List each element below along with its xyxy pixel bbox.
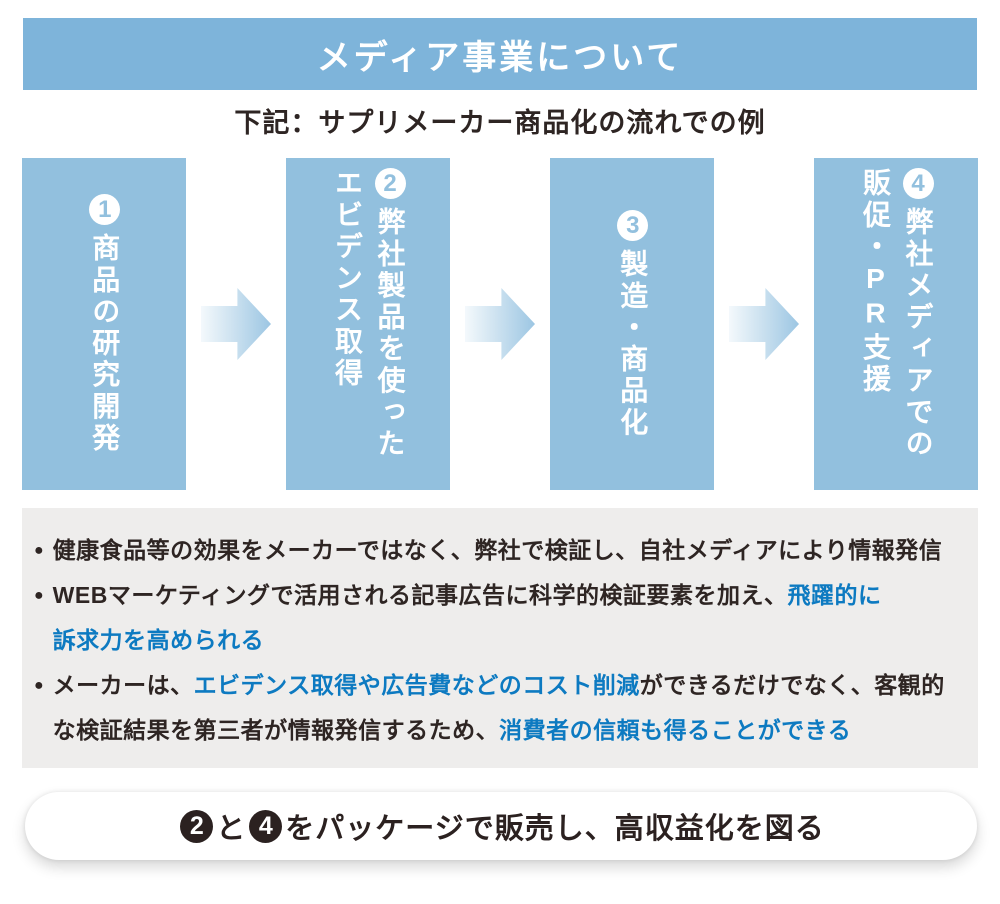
note-bullet: ● WEBマーケティングで活用される記事広告に科学的検証要素を加え、飛躍的に 訴求… xyxy=(34,573,966,663)
note-segment: 飛躍的に 訴求力を高められる xyxy=(52,582,882,653)
note-segment: WEBマーケティングで活用される記事広告に科学的検証要素を加え、 xyxy=(52,582,788,608)
process-step-3: 3製造・商品化 xyxy=(550,158,714,490)
note-segment: 消費者の信頼も得ることができる xyxy=(499,717,852,743)
subtitle: 下記：サプリメーカー商品化の流れでの例 xyxy=(234,108,766,138)
circled-number-badge: 4 xyxy=(249,809,283,843)
process-step-label: 2弊社製品を使ったエビデンス取得 xyxy=(332,168,406,461)
process-step-2: 2弊社製品を使ったエビデンス取得 xyxy=(286,158,450,490)
note-segment: エビデンス取得や広告費などのコスト削減 xyxy=(193,672,640,698)
process-step-4: 4弊社メディアでの販促・PR支援 xyxy=(814,158,978,490)
title-banner: メディア事業について xyxy=(23,18,977,90)
step-number-badge: 4 xyxy=(902,168,934,199)
process-step-label: 3製造・商品化 xyxy=(617,209,649,439)
process-step-label: 1商品の研究開発 xyxy=(89,193,121,455)
note-bullet: ● メーカーは、エビデンス取得や広告費などのコスト削減ができるだけでなく、客観的 … xyxy=(34,663,966,753)
note-segment: メーカーは、 xyxy=(52,672,194,698)
bullet-icon: ● xyxy=(34,587,44,604)
flow-arrow-icon xyxy=(465,288,535,360)
process-flow: 1商品の研究開発 2弊社製品を使ったエビデンス取得 3製造・商品化 4弊社メディアでの… xyxy=(22,158,978,490)
bullet-icon: ● xyxy=(34,677,44,694)
bullet-icon: ● xyxy=(34,542,44,559)
step-number-badge: 3 xyxy=(617,209,649,241)
flow-arrow-icon xyxy=(729,288,799,360)
note-segment: ができるだけでなく、客観的 な検証結果を第三者が情報発信するため、 xyxy=(52,672,945,743)
page-title: メディア事業について xyxy=(316,38,684,77)
step-number-badge: 1 xyxy=(89,193,121,225)
note-text: メーカーは、エビデンス取得や広告費などのコスト削減ができるだけでなく、客観的 な… xyxy=(53,663,945,753)
process-step-1: 1商品の研究開発 xyxy=(22,158,186,490)
note-text: WEBマーケティングで活用される記事広告に科学的検証要素を加え、飛躍的に 訴求力… xyxy=(53,573,882,663)
summary-text: と xyxy=(216,813,247,845)
notes-panel: ●健康食品等の効果をメーカーではなく、弊社で検証し、自社メディアにより情報発信●… xyxy=(22,508,978,768)
summary-text: をパッケージで販売し、高収益化を図る xyxy=(285,813,825,845)
circled-number-badge: 2 xyxy=(180,809,214,843)
note-bullet: ● 健康食品等の効果をメーカーではなく、弊社で検証し、自社メディアにより情報発信 xyxy=(34,528,966,573)
note-text: 健康食品等の効果をメーカーではなく、弊社で検証し、自社メディアにより情報発信 xyxy=(53,528,943,573)
flow-arrow-icon xyxy=(201,288,271,360)
process-step-label: 4弊社メディアでの販促・PR支援 xyxy=(860,168,934,461)
note-segment: 健康食品等の効果をメーカーではなく、弊社で検証し、自社メディアにより情報発信 xyxy=(52,537,943,563)
step-number-badge: 2 xyxy=(374,168,406,199)
